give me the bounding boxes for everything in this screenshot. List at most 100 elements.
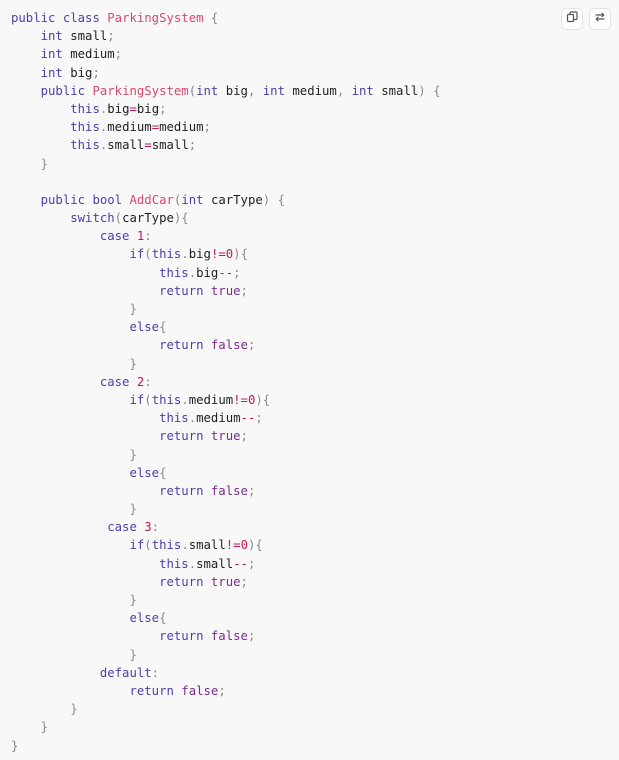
code-token: case	[107, 520, 137, 535]
code-token: {	[159, 320, 167, 335]
code-token	[11, 684, 129, 698]
code-token: :	[144, 229, 152, 244]
code-line: }	[11, 646, 441, 664]
code-token: false	[210, 338, 248, 353]
code-token: big	[196, 265, 219, 280]
code-token: ;	[218, 683, 226, 698]
code-token: ;	[203, 120, 211, 135]
code-line: int medium;	[11, 45, 441, 63]
code-token: {	[277, 192, 285, 207]
code-token: false	[210, 629, 248, 644]
code-token: int	[40, 29, 63, 44]
code-token: :	[144, 374, 152, 389]
code-token: medium	[292, 83, 337, 98]
code-token: --	[240, 411, 256, 426]
code-token: ;	[233, 265, 241, 280]
code-token: this	[70, 120, 100, 135]
code-token: medium	[107, 120, 152, 135]
code-line: default:	[11, 664, 441, 682]
code-toolbar	[561, 8, 611, 30]
code-line: }	[11, 700, 441, 718]
code-token: }	[40, 720, 49, 735]
code-token: default	[99, 665, 152, 680]
code-token: (	[173, 192, 182, 207]
code-token: ;	[188, 138, 197, 153]
code-token: AddCar	[129, 192, 174, 207]
code-token	[270, 193, 277, 207]
code-token: 2	[136, 374, 145, 389]
code-token	[218, 84, 225, 98]
code-token: this	[151, 538, 182, 553]
code-token: (	[114, 211, 123, 226]
code-token	[55, 11, 62, 25]
code-token: this	[70, 101, 100, 116]
code-line: if(this.medium!=0){	[11, 391, 441, 409]
wrap-toggle-button[interactable]	[589, 8, 611, 30]
code-token	[11, 666, 100, 680]
code-token: true	[210, 574, 241, 589]
code-token	[11, 102, 70, 116]
code-token: false	[181, 683, 219, 698]
code-token: case	[99, 374, 130, 389]
code-token: )	[255, 392, 263, 407]
code-token: medium	[188, 392, 234, 407]
code-token	[11, 320, 129, 334]
code-token: small	[188, 538, 226, 553]
code-token	[11, 702, 70, 716]
copy-button[interactable]	[561, 8, 583, 30]
code-token: )	[233, 247, 241, 262]
code-token: }	[70, 702, 78, 717]
code-token	[11, 47, 41, 61]
code-token: ;	[247, 629, 256, 644]
code-token: this	[70, 138, 100, 153]
code-token: if	[129, 247, 145, 262]
code-line: public class ParkingSystem {	[11, 9, 441, 27]
code-token: 0	[247, 392, 256, 407]
code-token	[11, 138, 70, 152]
code-token: if	[129, 538, 145, 553]
code-token: small	[196, 556, 234, 571]
code-token: (	[144, 538, 152, 553]
code-token: return	[129, 683, 174, 698]
code-token: return	[159, 629, 204, 644]
code-token: =	[129, 101, 137, 116]
code-token: .	[99, 101, 108, 116]
code-token: true	[210, 429, 241, 444]
code-token: this	[151, 247, 182, 262]
code-token	[11, 484, 159, 498]
code-token: )	[247, 538, 256, 553]
code-line: case 1:	[11, 227, 441, 245]
code-token	[11, 611, 129, 625]
code-token: !=	[210, 247, 226, 262]
code-token	[255, 84, 262, 98]
code-token: medium	[159, 120, 204, 135]
code-token: 0	[240, 538, 248, 553]
code-token	[11, 357, 129, 371]
code-token: }	[129, 447, 137, 462]
code-token	[11, 411, 159, 425]
code-token	[11, 211, 70, 225]
code-line: return true;	[11, 282, 441, 300]
code-line: }	[11, 718, 441, 736]
code-token: ;	[240, 429, 248, 444]
code-token: ,	[336, 83, 345, 98]
code-token: ;	[247, 483, 256, 498]
code-token: {	[159, 465, 167, 480]
code-token	[11, 375, 100, 389]
code-token: ParkingSystem	[92, 83, 189, 98]
code-line: }	[11, 355, 441, 373]
code-token	[11, 193, 41, 207]
code-token: big	[70, 65, 93, 80]
code-token	[11, 29, 41, 43]
code-token: :	[151, 520, 160, 535]
code-token: }	[129, 356, 137, 371]
code-token: 1	[136, 229, 145, 244]
code-token	[11, 84, 41, 98]
code-token	[11, 393, 129, 407]
code-token: .	[188, 265, 197, 280]
code-token	[11, 466, 129, 480]
code-token	[11, 229, 100, 243]
code-token: big	[188, 247, 211, 262]
code-token: big	[107, 101, 130, 116]
code-token	[204, 284, 211, 298]
